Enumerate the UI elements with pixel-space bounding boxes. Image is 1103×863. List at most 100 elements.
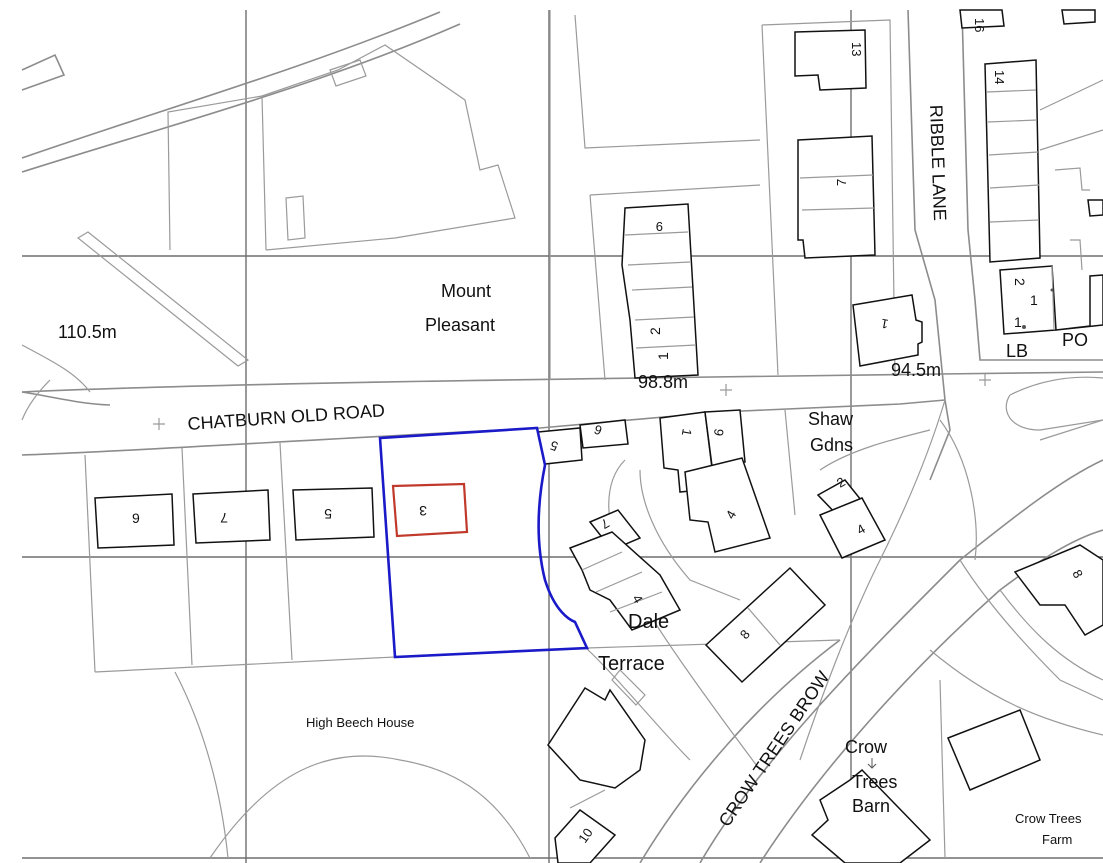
label-num-3: 3 [419,503,427,519]
building-sign-east [1087,199,1103,217]
field-boundary-2 [261,44,516,251]
building-8-division [747,607,781,646]
subject-building-3[interactable] [391,482,469,538]
farm-boundary [929,649,1103,736]
label-pleasant: Pleasant [425,315,495,335]
building-9-chatburn [579,419,629,449]
label-num-9: 9 [656,219,663,234]
ribble-lane-west-edge [907,9,951,481]
terrace-9-divisions [624,231,697,349]
crow-trees-brow-east-edge [759,529,1103,863]
building-8-dale [704,566,827,684]
label-num-1d: 1 [880,316,890,332]
brow-side-road [639,639,841,863]
building-farm-east [947,709,1041,791]
label-num-2a: 2 [647,327,663,335]
lane-line-b [761,19,896,376]
lb-point [1022,325,1026,329]
shaw-lane [799,399,946,761]
label-num-2b: 2 [1012,278,1028,286]
terrace-north-line [589,184,761,196]
plot-div-1 [84,454,96,673]
survey-mark-1 [153,418,165,430]
road-linework [21,9,1103,863]
garden-curve-3 [584,646,691,761]
house-10-path [569,789,606,809]
label-gdns: Gdns [810,435,853,455]
label-num-1b: 1 [1030,292,1038,308]
label-num-7b: 7 [220,510,228,526]
terrace-west-line [589,194,606,381]
label-num-10: 10 [575,825,596,845]
label-num-16: 16 [972,18,987,32]
terrace-9 [621,203,699,379]
dale-terrace-lane-2 [639,469,741,601]
building-north-east [1061,9,1096,25]
crow-trees-brow-west-edge [699,459,1103,863]
crow-trees-barn-building [810,768,932,863]
ribble-lane-east-edge [961,9,1103,361]
road-kerb-west [21,391,111,406]
label-shaw: Shaw [808,409,854,429]
dale-terrace-block [568,531,682,631]
building-7-divisions [799,174,875,211]
plot-div-3 [279,442,293,661]
label-num-14: 14 [992,70,1007,84]
barn-boundary [939,679,946,859]
label-num-5b: 5 [324,506,332,522]
label-ribble-lane: RIBBLE LANE [926,104,950,221]
ribble-line [1039,419,1103,441]
label-dale: Dale [628,611,669,633]
lane-line-a [761,24,779,376]
building-1-shaw-east [704,409,746,467]
building-7-north [797,135,876,259]
building-4-shaw-east [818,497,887,559]
label-mount: Mount [441,281,491,301]
building-10 [554,808,617,863]
label-num-9b: 9 [711,427,727,437]
label-num-1e: 1 [679,427,695,437]
label-chatburn-old-road: CHATBURN OLD ROAD [187,400,386,434]
building-5-west [292,487,375,541]
ribble-roundabout-2 [1005,394,1103,431]
small-structure [329,59,367,87]
building-4-shaw [684,457,771,553]
label-terrace: Terrace [598,653,665,675]
label-lb: LB [1006,341,1028,361]
small-shed [285,195,306,241]
crow-trees-lane [959,559,1103,701]
label-trees: Trees [852,772,897,792]
terrace-14 [984,59,1041,263]
track-strip [76,231,250,367]
label-num-9-west: 9 [132,510,140,526]
track-north-2 [21,23,461,173]
label-crow: Crow [845,737,888,757]
building-13 [794,29,867,91]
chatburn-road-south-edge [21,399,946,456]
po-point [1050,288,1054,292]
ribble-roundabout [1009,376,1103,396]
building-8-crow [1013,544,1103,636]
ribble-east-line-2 [1039,129,1103,151]
site-boundary[interactable] [378,426,589,659]
track-north-1 [21,11,441,159]
label-num-5a: 5 [548,438,560,455]
label-high-beech-house: High Beech House [306,715,414,730]
building-16 [959,9,1005,29]
label-po: PO [1062,330,1088,350]
plots-rear-line [94,656,396,673]
label-num-13: 13 [849,42,864,56]
building-7-west [192,489,271,544]
survey-mark-2 [720,384,732,396]
plot-div-2 [181,447,193,666]
ribble-east-buildings [1051,167,1090,331]
chatburn-road-north-edge [21,371,1103,393]
label-height-2: 98.8m [638,372,688,392]
building-9-west [94,493,175,549]
small-outbuilding [611,669,646,706]
building-1-ribble [852,294,923,367]
label-num-7a: 7 [834,179,849,186]
survey-markers [153,288,1054,430]
